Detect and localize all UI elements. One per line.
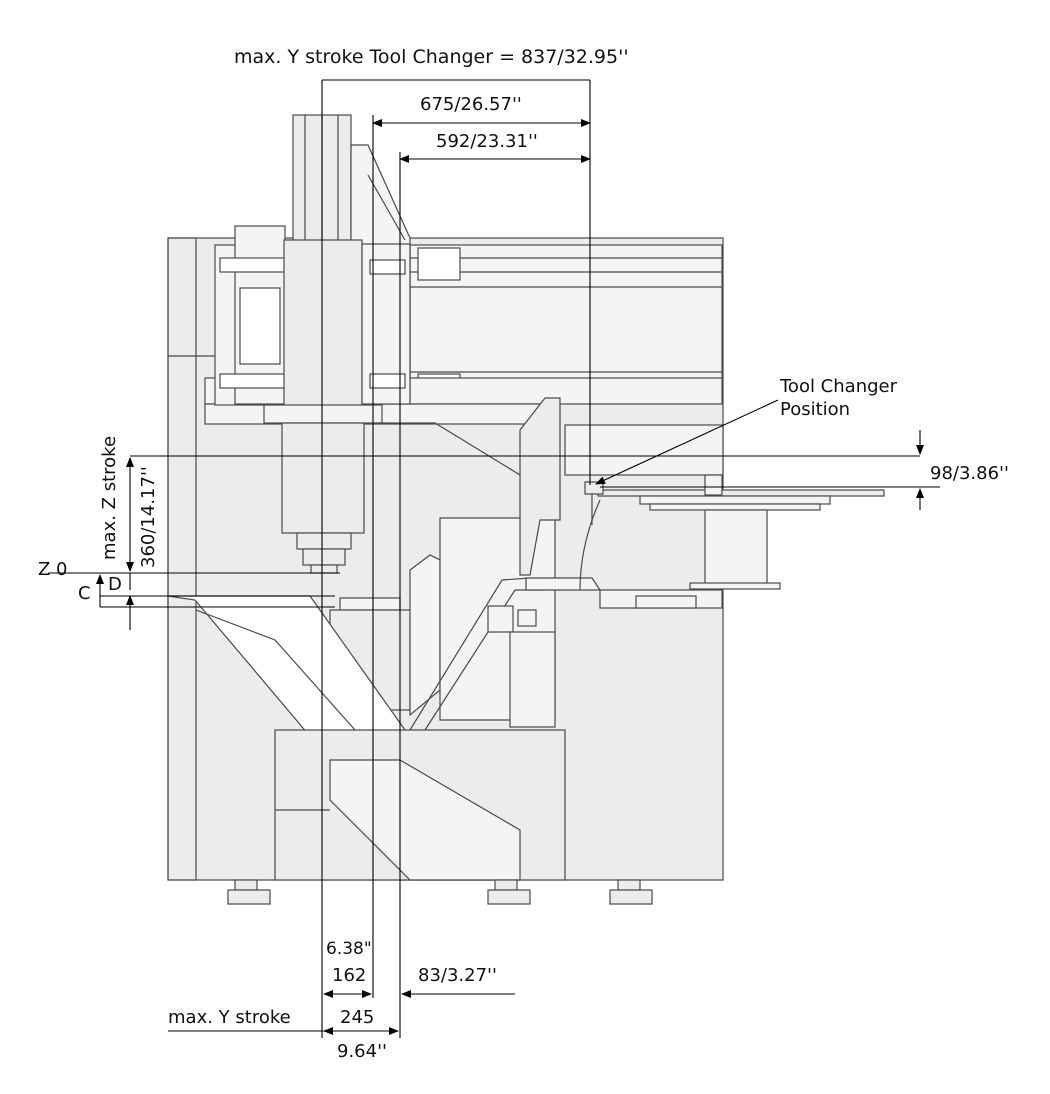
z0-label: Z 0: [38, 559, 68, 580]
dim-245-label: 245: [340, 1007, 375, 1028]
dim-98-label: 98/3.86'': [930, 463, 1009, 484]
dim-6-38-label: 6.38": [326, 939, 372, 959]
dim-9-64-label: 9.64'': [337, 1041, 387, 1062]
spindle-nose: [310, 564, 338, 574]
tool-magazine-plate: [597, 489, 885, 497]
dim-675-label: 675/26.57'': [420, 94, 522, 115]
spindle-head-upper: [283, 239, 363, 409]
dim-162-label: 162: [332, 965, 367, 986]
y-stroke-tool-changer-label: max. Y stroke Tool Changer = 837/32.95'': [234, 46, 629, 68]
dim-592-label: 592/23.31'': [436, 131, 538, 152]
spindle: [281, 422, 365, 534]
workpiece: [339, 597, 401, 611]
tool-changer-arm: [519, 397, 561, 576]
machine-frame: [167, 114, 885, 905]
machine-feet: [227, 879, 653, 905]
max-y-stroke-label: max. Y stroke: [168, 1007, 291, 1028]
y-axis-rail-housing: [409, 244, 723, 391]
d-label: D: [108, 574, 122, 595]
tool-changer-label-line1: Tool Changer: [780, 376, 897, 397]
c-label: C: [78, 583, 91, 604]
max-z-stroke-label: max. Z stroke: [99, 435, 120, 560]
z-stroke-value-label: 360/14.17'': [138, 466, 159, 568]
dimension-lines: [48, 79, 940, 1038]
dim-83-label: 83/3.27'': [418, 965, 497, 986]
tool-changer-label-line2: Position: [780, 399, 851, 420]
